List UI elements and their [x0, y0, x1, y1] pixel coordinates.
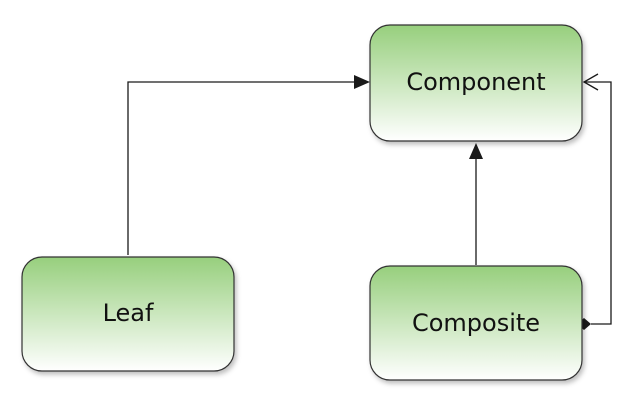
node-component-label: Component: [406, 68, 545, 96]
node-leaf[interactable]: Leaf: [21, 256, 235, 372]
edge-composite-to-component: [469, 143, 483, 265]
node-component[interactable]: Component: [369, 24, 583, 142]
edge-leaf-to-component: [127, 75, 370, 255]
filled-arrowhead-icon: [354, 75, 370, 89]
filled-arrowhead-icon: [469, 143, 483, 159]
node-leaf-label: Leaf: [103, 299, 154, 327]
node-composite-label: Composite: [412, 309, 540, 337]
node-composite[interactable]: Composite: [369, 265, 583, 381]
open-arrowhead-icon: [582, 73, 599, 91]
